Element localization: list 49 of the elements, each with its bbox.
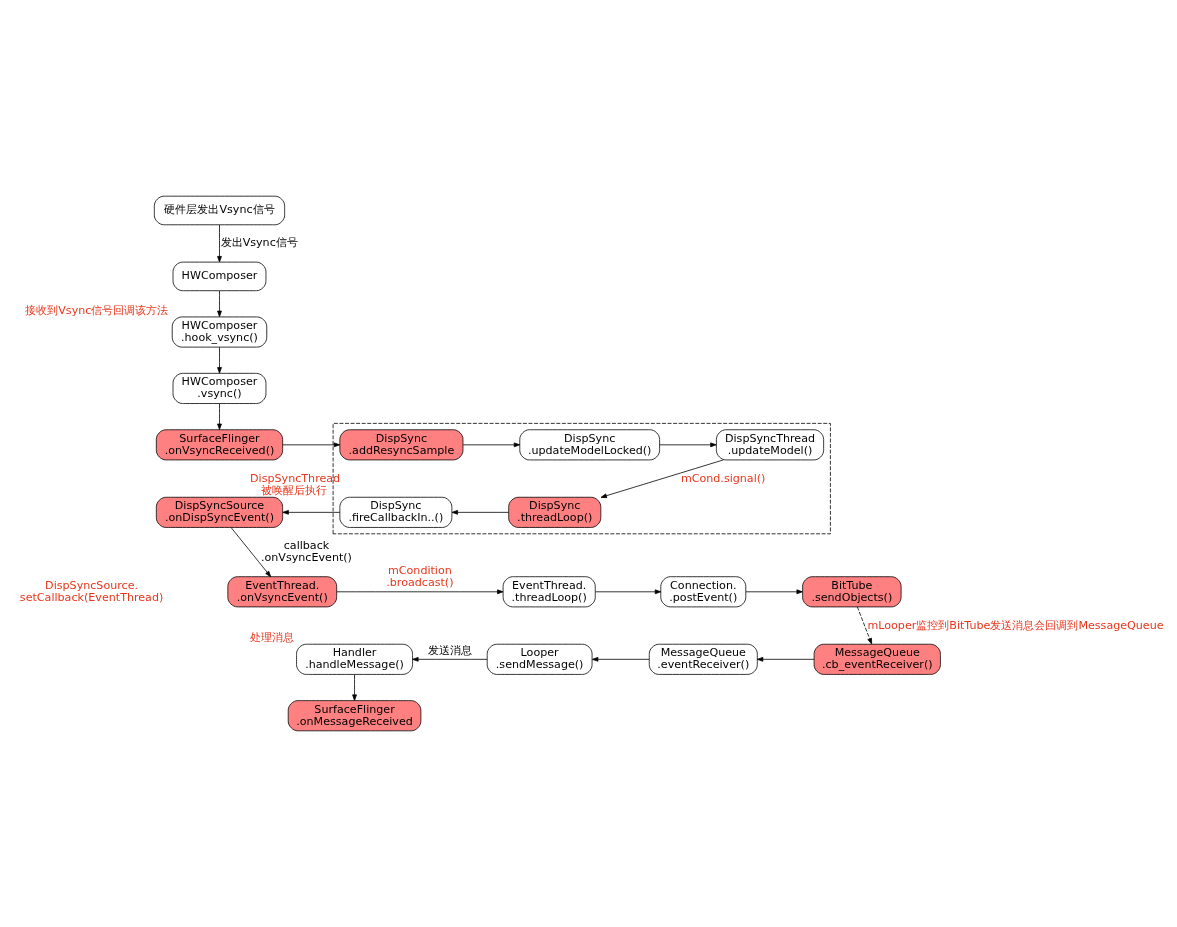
node-box: EventThread. .threadLoop()	[502, 576, 596, 608]
arrow	[336, 589, 504, 595]
node-box: HWComposer .hook_vsync()	[171, 316, 268, 348]
arrow	[462, 442, 521, 448]
node-box: SurfaceFlinger .onVsyncReceived()	[155, 429, 284, 461]
node-box: DispSync .threadLoop()	[508, 496, 602, 528]
node-box: Handler .handleMessage()	[296, 643, 413, 675]
node-box: DispSync .fireCallbackIn..()	[339, 496, 453, 528]
arrow	[856, 606, 873, 645]
edge-label: callback .onVsyncEvent()	[260, 539, 352, 564]
node-box: MessageQueue .cb_eventReceiver()	[813, 643, 941, 675]
arrow	[756, 657, 815, 662]
node-box: BitTube .sendObjects()	[802, 576, 902, 608]
arrow	[282, 510, 341, 515]
edge-label: 发送消息	[427, 643, 472, 657]
node-box: SurfaceFlinger .onMessageReceived	[287, 700, 422, 732]
node-box: HWComposer .vsync()	[172, 372, 267, 404]
arrow	[745, 589, 803, 595]
arrow	[282, 442, 341, 448]
arrow	[230, 527, 272, 578]
edge-label: 发出Vsync信号	[220, 236, 298, 250]
node-box: EventThread. .onVsyncEvent()	[227, 576, 338, 608]
arrow	[592, 657, 650, 662]
arrow	[352, 674, 357, 701]
edge-label: mCond.signal()	[680, 471, 766, 485]
node-box: DispSyncThread .updateModel()	[716, 429, 825, 461]
node-box: DispSyncSource .onDispSyncEvent()	[155, 496, 284, 528]
arrow	[217, 403, 222, 430]
node-box: 硬件层发出Vsync信号	[153, 195, 286, 226]
arrow	[217, 346, 222, 374]
arrow	[659, 442, 717, 448]
arrow	[451, 510, 509, 515]
node-label: 接收到Vsync信号回调该方法	[25, 303, 169, 317]
arrow	[412, 657, 488, 662]
node-box: DispSync .updateModelLocked()	[519, 429, 660, 461]
node-label: 处理消息	[250, 631, 295, 645]
node-box: Connection. .postEvent()	[660, 576, 747, 608]
arrow	[600, 459, 724, 499]
node-box: Looper .sendMessage()	[486, 643, 593, 675]
edge-label: mCondition .broadcast()	[386, 564, 454, 590]
arrow	[217, 224, 222, 263]
arrow	[595, 589, 662, 595]
arrow	[217, 290, 222, 318]
node-box: HWComposer	[172, 261, 267, 292]
node-label: DispSyncThread 被唤醒后执行	[250, 472, 341, 498]
edge-label: mLooper监控到BitTube发送消息会回调到MessageQueue	[867, 618, 1164, 632]
node-box: DispSync .addResyncSample	[339, 429, 464, 461]
node-box: MessageQueue .eventReceiver()	[648, 643, 758, 675]
label: DispSyncSource. setCallback(EventThread)	[19, 578, 164, 604]
